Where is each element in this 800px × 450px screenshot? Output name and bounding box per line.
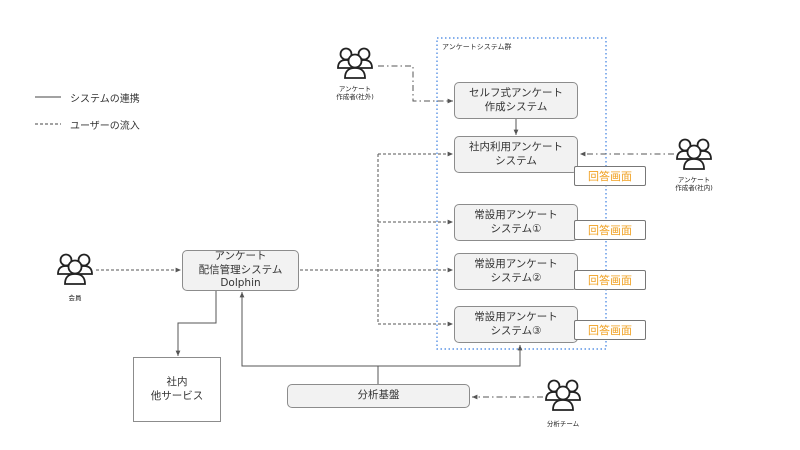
users-icon (337, 47, 373, 79)
group-label: アンケートシステム群 (442, 43, 512, 51)
internal-survey-system-box[interactable]: 社内利用アンケート システム (454, 136, 578, 173)
dolphin-line1: アンケート (214, 250, 267, 263)
regular-survey-2-line2: システム② (490, 271, 542, 284)
answer-screen-badge-regular-3[interactable]: 回答画面 (574, 320, 646, 340)
analysis-base-box[interactable]: 分析基盤 (287, 384, 470, 408)
dolphin-line3: Dolphin (220, 277, 261, 290)
other-service-box[interactable]: 社内 他サービス (133, 357, 221, 422)
member-label: 会員 (68, 294, 82, 302)
link-analysis-to-regular-3 (378, 345, 523, 367)
users-icon (57, 253, 93, 285)
internal-survey-line2: システム (495, 154, 537, 167)
internal-creator-label-line1: アンケート (677, 176, 711, 184)
analysis-base-label: 分析基盤 (357, 389, 400, 402)
flow-external-creator-to-self-survey (378, 65, 453, 104)
other-service-line2: 他サービス (150, 389, 204, 402)
self-survey-system-box[interactable]: セルフ式アンケート 作成システム (454, 82, 578, 119)
external-creator-label: アンケート 作成者(社外) (320, 85, 390, 101)
internal-creator-label: アンケート 作成者(社内) (659, 176, 729, 192)
dolphin-line2: 配信管理システム (198, 263, 283, 276)
self-survey-line1: セルフ式アンケート (468, 86, 564, 99)
internal-survey-line1: 社内利用アンケート (468, 140, 564, 153)
dolphin-system-box[interactable]: アンケート 配信管理システム Dolphin (182, 250, 299, 291)
regular-survey-2-box[interactable]: 常設用アンケート システム② (454, 253, 578, 290)
regular-survey-2-line1: 常設用アンケート (474, 257, 558, 270)
regular-survey-3-line2: システム③ (490, 324, 542, 337)
other-service-line1: 社内 (166, 375, 188, 388)
link-analysis-to-dolphin (239, 292, 379, 384)
answer-screen-badge-regular-1[interactable]: 回答画面 (574, 220, 646, 240)
internal-creator-label-line2: 作成者(社内) (675, 184, 713, 193)
self-survey-line2: 作成システム (484, 100, 548, 113)
analysis-team-label: 分析チーム (546, 420, 580, 428)
answer-screen-badge-regular-2[interactable]: 回答画面 (574, 270, 646, 290)
users-icon (545, 379, 581, 411)
legend-solid-label: システムの連携 (70, 94, 140, 105)
regular-survey-1-box[interactable]: 常設用アンケート システム① (454, 204, 578, 241)
users-icon (676, 138, 712, 170)
regular-survey-3-box[interactable]: 常設用アンケート システム③ (454, 306, 578, 343)
regular-survey-1-line1: 常設用アンケート (474, 208, 558, 221)
regular-survey-1-line2: システム① (490, 222, 542, 235)
external-creator-label-line1: アンケート (338, 85, 372, 93)
regular-survey-3-line1: 常設用アンケート (474, 310, 558, 323)
link-dolphin-to-other-service (175, 291, 217, 356)
legend-dashed-label: ユーザーの流入 (70, 121, 140, 132)
answer-screen-badge-internal[interactable]: 回答画面 (574, 166, 646, 186)
external-creator-label-line2: 作成者(社外) (336, 93, 374, 102)
